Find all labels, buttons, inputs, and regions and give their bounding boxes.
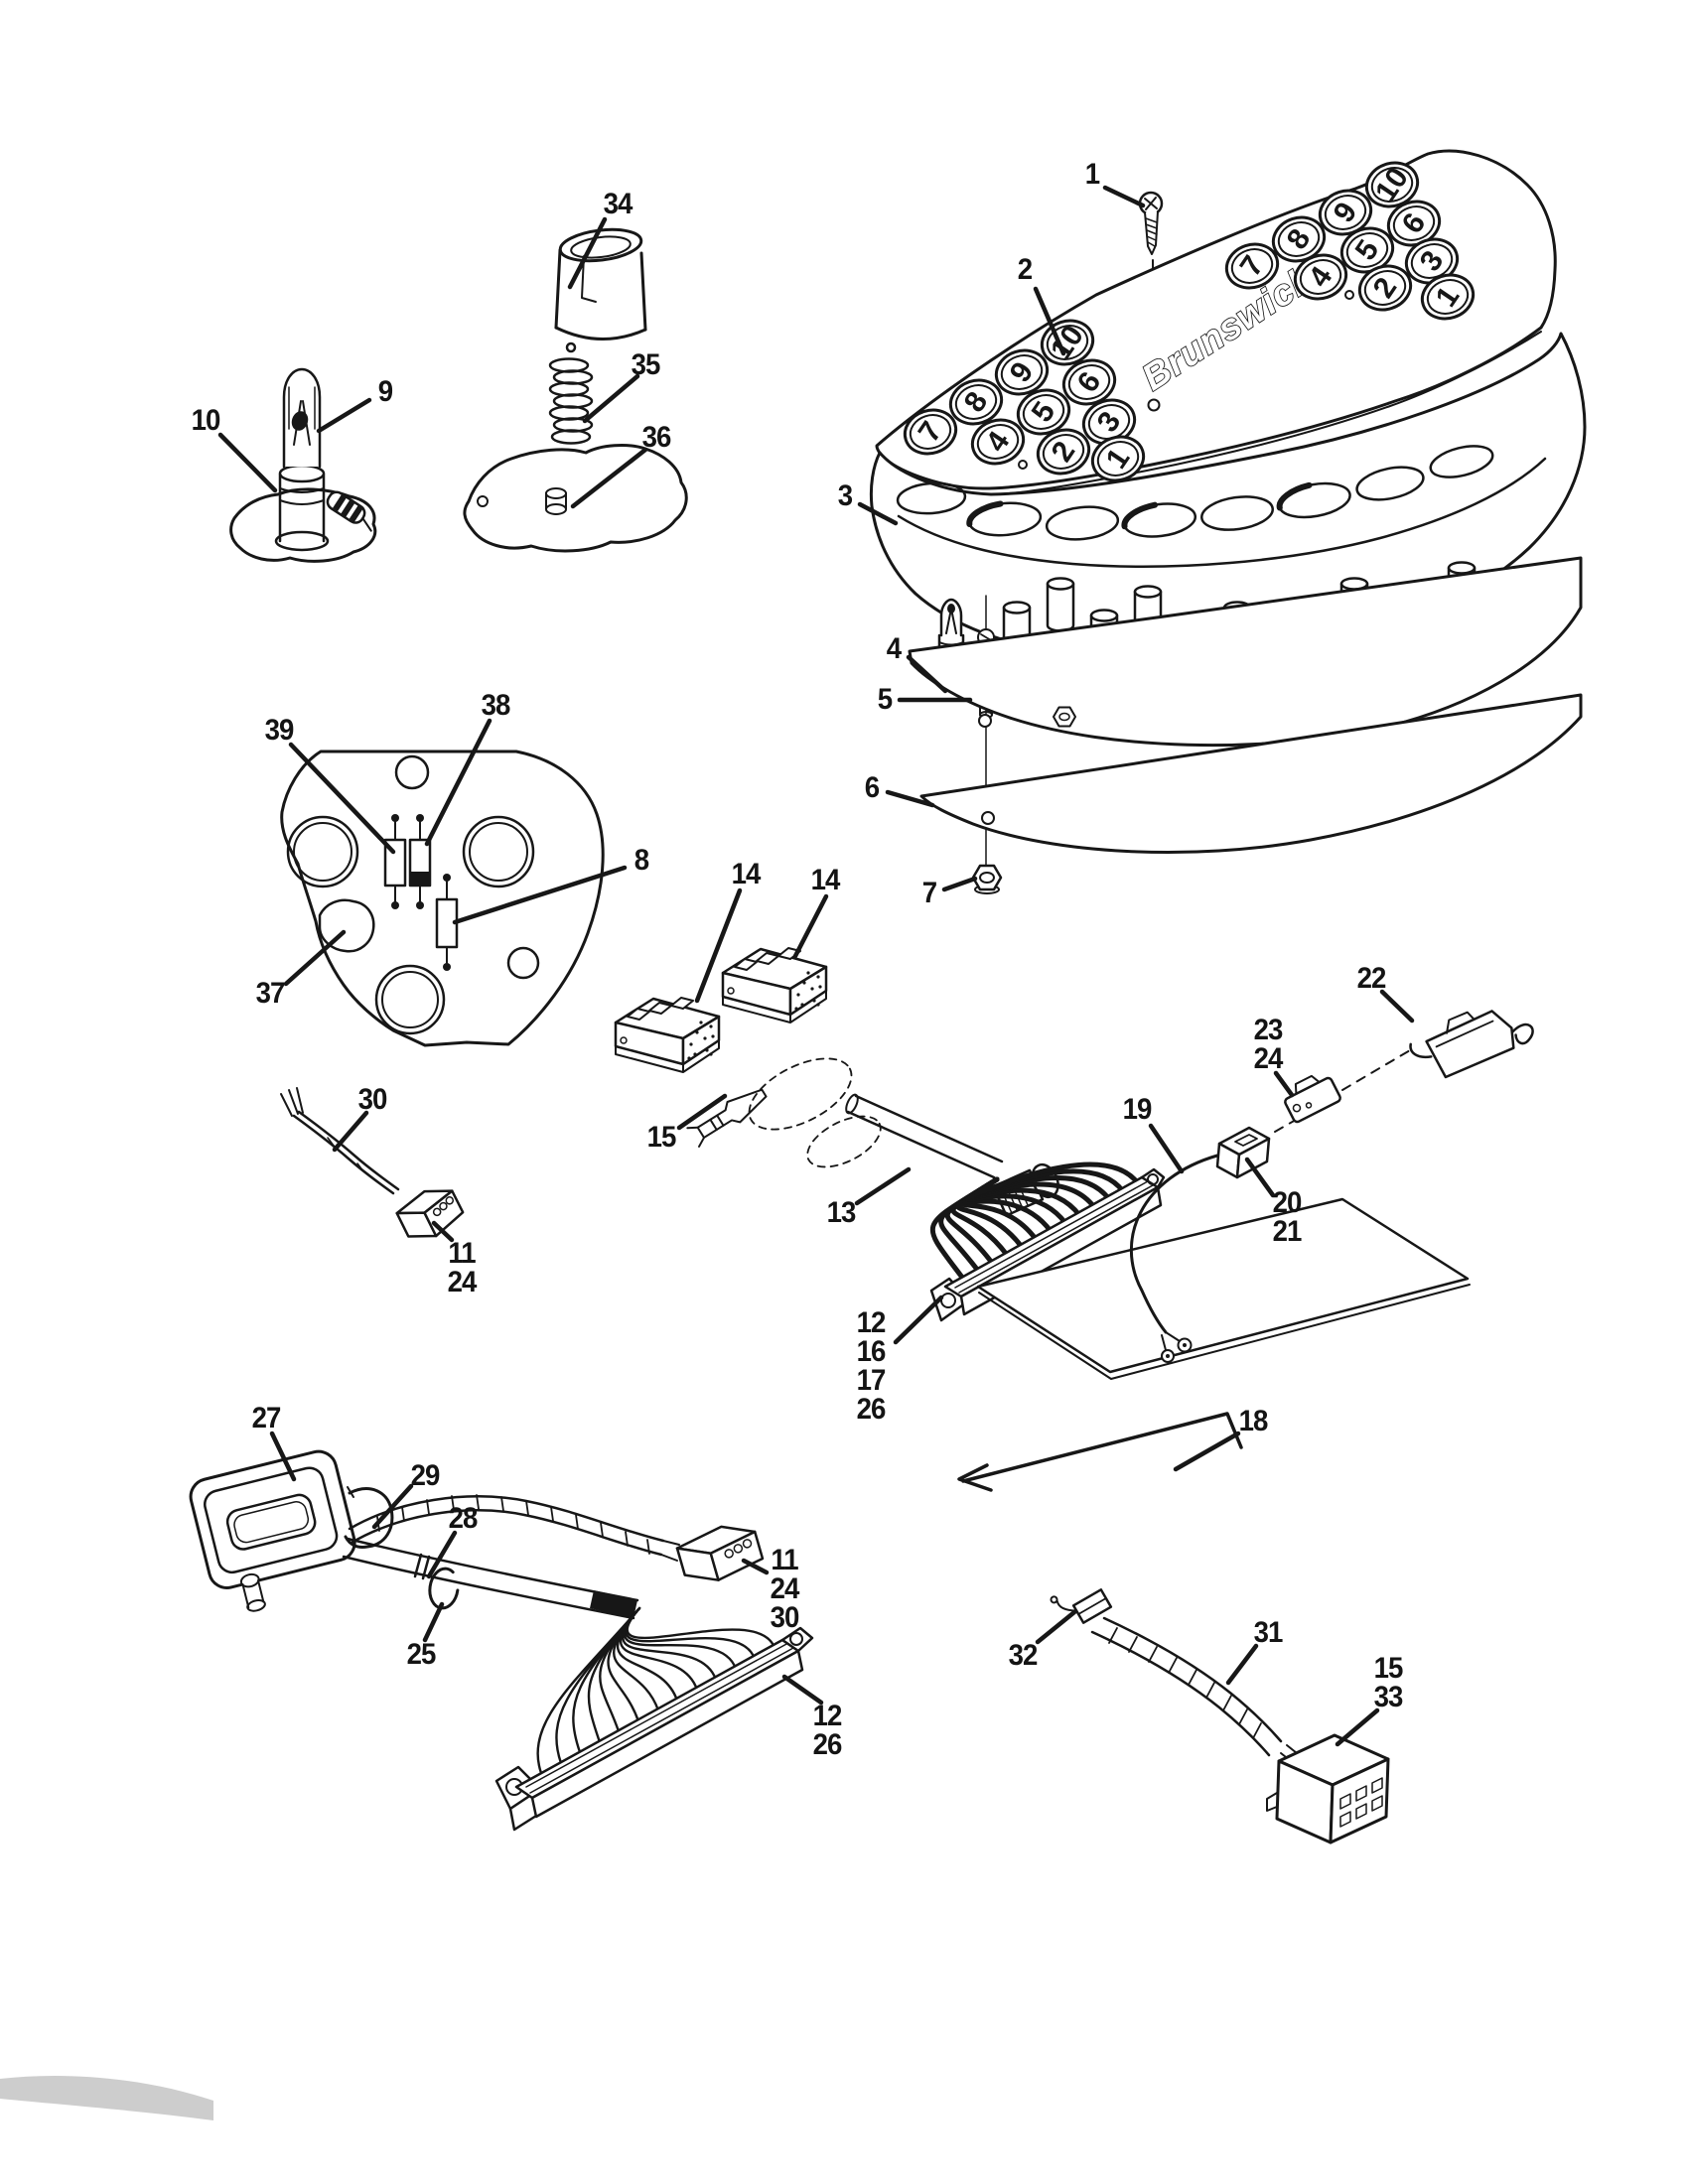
resistor-on-plate: [326, 490, 372, 532]
sheet-18: [957, 1197, 1471, 1492]
connector-block-14-left: [614, 996, 721, 1074]
harness-fan-lower: [536, 1606, 776, 1775]
scan-artifact: [0, 2075, 213, 2120]
cable-clamp-29: [344, 1486, 394, 1549]
nut-7: [971, 864, 1003, 894]
keypad-button-1: 1: [1090, 435, 1146, 482]
plug-11-24: [395, 1189, 465, 1238]
harness-fan-upper: [929, 1161, 1141, 1282]
ghost-wire-loop: [806, 1115, 882, 1168]
keypad-button-6: 6: [1386, 200, 1442, 247]
edge-connector-lower: [494, 1626, 814, 1832]
dsub-connector-27: [189, 1449, 356, 1612]
keypad-button-3: 3: [1404, 237, 1460, 285]
ghost-wire-loop: [748, 1057, 853, 1131]
keypad-button-9: 9: [994, 348, 1050, 396]
resistor-38: [408, 814, 432, 909]
lamp-plate-assembly: [908, 556, 1583, 871]
spring-35: [548, 341, 594, 445]
keypad-button-7: 7: [1224, 242, 1280, 290]
cable-13: [845, 1093, 1004, 1179]
keypad-button-9: 9: [1318, 189, 1373, 236]
bottom-plate-6: [919, 693, 1583, 854]
keypad-button-2: 2: [1357, 264, 1413, 312]
circuit-plate-37: [280, 750, 605, 1047]
connector-block-14-right: [721, 946, 828, 1024]
cable-31: [1090, 1616, 1283, 1757]
keypad-button-3: 3: [1081, 398, 1137, 446]
cable-25: [342, 1537, 639, 1620]
lamp-assembly-9-10: [229, 367, 377, 563]
cable-wrap-28: [413, 1553, 431, 1580]
keypad-button-10: 10: [1364, 161, 1420, 208]
keypad-button-7: 7: [903, 408, 958, 456]
keypad-button-6: 6: [1061, 358, 1117, 406]
plug-22: [1409, 1010, 1534, 1079]
wire-end-32: [1050, 1588, 1113, 1624]
keypad-button-4: 4: [1293, 253, 1348, 301]
callout-leader-lines: [217, 185, 1415, 1747]
wire-19: [1129, 1154, 1219, 1363]
mounting-plate-36: [463, 444, 688, 553]
connector-20-21: [1215, 1126, 1271, 1179]
keypad-button-2: 2: [1036, 428, 1091, 476]
keypad-button-4: 4: [970, 418, 1026, 466]
terminal-15: [686, 1088, 768, 1148]
keypad-button-1: 1: [1420, 273, 1476, 321]
jumper-wire-30: [280, 1087, 400, 1195]
bent-rod: [957, 1412, 1243, 1492]
connector-15-33: [1266, 1733, 1390, 1844]
thumbscrew: [239, 1572, 266, 1612]
plug-23-24: [1284, 1074, 1341, 1124]
hex-nut-small: [1053, 706, 1076, 728]
keypad-button-8: 8: [948, 378, 1004, 426]
keypad-button-5: 5: [1016, 388, 1071, 436]
middle-plate: [908, 556, 1583, 748]
socket-34: [554, 227, 647, 341]
plug-11-24-30: [675, 1525, 765, 1581]
